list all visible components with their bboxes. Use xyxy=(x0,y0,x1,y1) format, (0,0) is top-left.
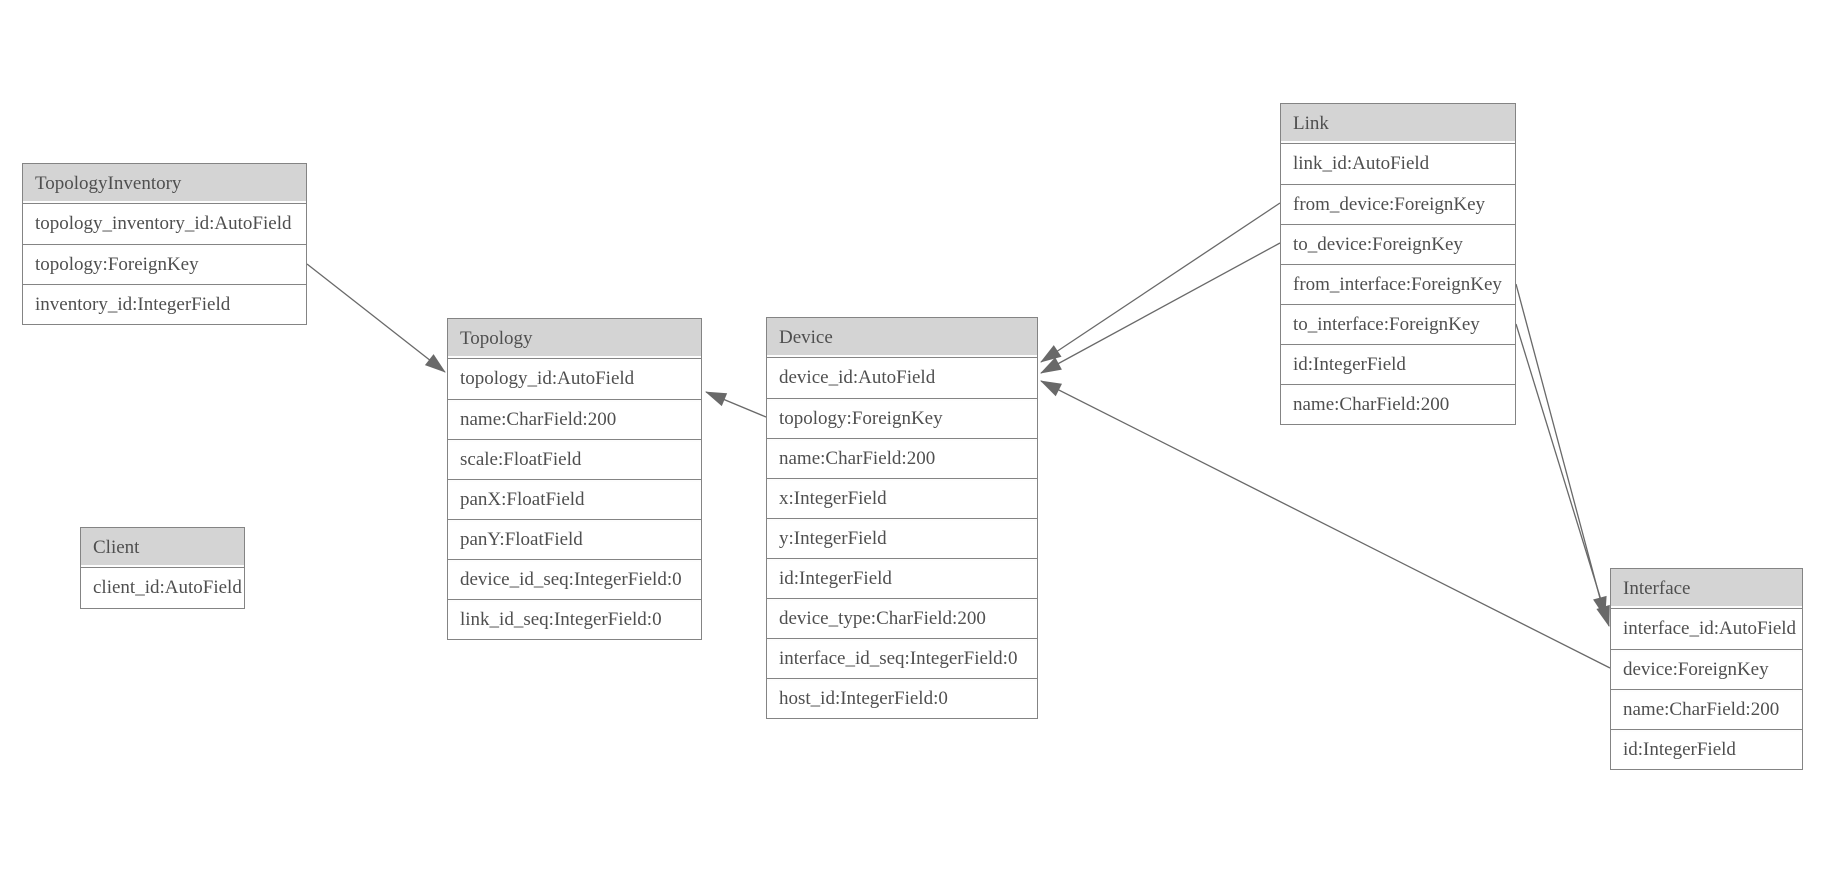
field-row: x:IntegerField xyxy=(767,478,1037,518)
field-row: link_id_seq:IntegerField:0 xyxy=(448,599,701,639)
field-row: topology:ForeignKey xyxy=(23,244,306,284)
field-row: id:IntegerField xyxy=(1611,729,1802,769)
field-row: from_interface:ForeignKey xyxy=(1281,264,1515,304)
field-row: panY:FloatField xyxy=(448,519,701,559)
field-row: id:IntegerField xyxy=(767,558,1037,598)
table-client-title: Client xyxy=(81,528,244,568)
table-device: Device device_id:AutoField topology:Fore… xyxy=(766,317,1038,719)
field-row: name:CharField:200 xyxy=(767,438,1037,478)
table-link-title: Link xyxy=(1281,104,1515,144)
table-topology-inventory-title: TopologyInventory xyxy=(23,164,306,204)
edge-link-todevice-device xyxy=(1040,242,1281,374)
field-row: device_type:CharField:200 xyxy=(767,598,1037,638)
table-interface-title: Interface xyxy=(1611,569,1802,609)
field-row: y:IntegerField xyxy=(767,518,1037,558)
edge-link-fromdevice-device xyxy=(1040,202,1281,363)
field-row: name:CharField:200 xyxy=(1281,384,1515,424)
field-row: device_id:AutoField xyxy=(767,358,1037,398)
edge-device-topology xyxy=(705,391,767,418)
field-row: name:CharField:200 xyxy=(1611,689,1802,729)
field-row: interface_id_seq:IntegerField:0 xyxy=(767,638,1037,678)
field-row: host_id:IntegerField:0 xyxy=(767,678,1037,718)
table-topology-title: Topology xyxy=(448,319,701,359)
field-row: name:CharField:200 xyxy=(448,399,701,439)
field-row: inventory_id:IntegerField xyxy=(23,284,306,324)
field-row: id:IntegerField xyxy=(1281,344,1515,384)
table-device-title: Device xyxy=(767,318,1037,358)
field-row: interface_id:AutoField xyxy=(1611,609,1802,649)
field-row: link_id:AutoField xyxy=(1281,144,1515,184)
table-topology: Topology topology_id:AutoField name:Char… xyxy=(447,318,702,640)
field-row: topology_id:AutoField xyxy=(448,359,701,399)
field-row: topology:ForeignKey xyxy=(767,398,1037,438)
edge-topologyinventory-topology xyxy=(306,263,446,373)
field-row: device_id_seq:IntegerField:0 xyxy=(448,559,701,599)
table-topology-inventory: TopologyInventory topology_inventory_id:… xyxy=(22,163,307,325)
field-row: topology_inventory_id:AutoField xyxy=(23,204,306,244)
field-row: scale:FloatField xyxy=(448,439,701,479)
field-row: device:ForeignKey xyxy=(1611,649,1802,689)
table-client: Client client_id:AutoField xyxy=(80,527,245,609)
field-row: client_id:AutoField xyxy=(81,568,244,608)
table-interface: Interface interface_id:AutoField device:… xyxy=(1610,568,1803,770)
field-row: to_device:ForeignKey xyxy=(1281,224,1515,264)
field-row: panX:FloatField xyxy=(448,479,701,519)
edge-link-tointerface-interface xyxy=(1515,323,1610,627)
field-row: to_interface:ForeignKey xyxy=(1281,304,1515,344)
edge-link-frominterface-interface xyxy=(1515,283,1607,618)
table-link: Link link_id:AutoField from_device:Forei… xyxy=(1280,103,1516,425)
field-row: from_device:ForeignKey xyxy=(1281,184,1515,224)
